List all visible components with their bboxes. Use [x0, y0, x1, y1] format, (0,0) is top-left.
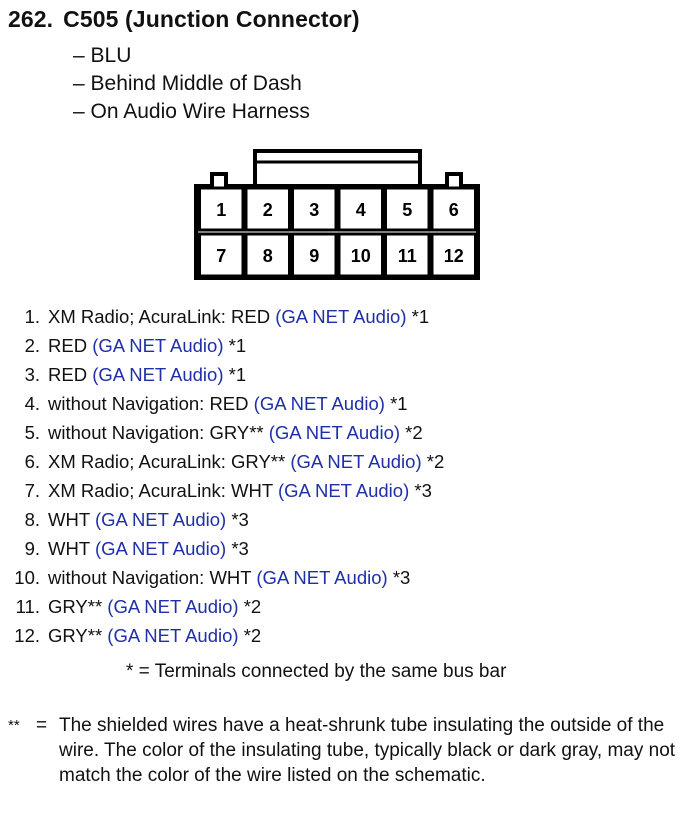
- terminal-cell: [244, 186, 291, 232]
- connector-details: – BLU – Behind Middle of Dash – On Audio…: [73, 42, 310, 126]
- connector-name: C505 (Junction Connector): [63, 6, 360, 32]
- pin-description: without Navigation: WHT: [48, 567, 252, 588]
- pin-reference: (GA NET Audio): [92, 335, 224, 356]
- terminal-number: 11: [398, 246, 417, 266]
- pin-reference: (GA NET Audio): [92, 364, 224, 385]
- pin-description: XM Radio; AcuraLink: GRY**: [48, 451, 286, 472]
- pin-row: 7. XM Radio; AcuraLink: WHT (GA NET Audio…: [12, 476, 652, 505]
- pin-reference: (GA NET Audio): [94, 538, 227, 559]
- pin-row: 4. without Navigation: RED (GA NET Audio)…: [12, 389, 652, 418]
- pin-number: 1.: [24, 306, 40, 327]
- terminal-number: 9: [309, 246, 319, 266]
- pin-number: 10.: [14, 567, 40, 588]
- footnote-text: The shielded wires have a heat-shrunk tu…: [59, 715, 676, 786]
- pin-number: 2.: [24, 335, 40, 356]
- pin-reference: (GA NET Audio): [253, 393, 385, 414]
- pin-number: 5.: [24, 422, 40, 443]
- pin-note: *2: [405, 422, 423, 443]
- pin-row: 3. RED (GA NET Audio) *1: [12, 360, 652, 389]
- pin-note: *1: [390, 393, 408, 414]
- pin-note: *3: [231, 538, 249, 559]
- terminal-cell: [384, 186, 431, 232]
- terminal-number: 6: [449, 200, 459, 220]
- pin-number: 12.: [14, 625, 40, 646]
- terminal-cell: [198, 232, 245, 278]
- terminal-cell: [430, 186, 477, 232]
- pin-row: 12. GRY** (GA NET Audio) *2: [12, 621, 652, 650]
- terminal-number: 12: [444, 246, 464, 266]
- pin-row: 10. without Navigation: WHT (GA NET Audio…: [12, 563, 652, 592]
- pin-reference: (GA NET Audio): [268, 422, 401, 443]
- footnote-equals: =: [36, 715, 48, 736]
- pin-description: WHT: [48, 509, 90, 530]
- pin-reference: (GA NET Audio): [107, 625, 239, 646]
- pin-description: WHT: [48, 538, 90, 559]
- terminal-cell: [430, 232, 477, 278]
- pin-note: *1: [228, 335, 247, 356]
- pin-note: *3: [414, 480, 432, 501]
- pin-note: *1: [411, 306, 430, 327]
- terminal-number: 8: [263, 246, 273, 266]
- terminal-cell: [244, 232, 291, 278]
- pin-number: 9.: [24, 538, 40, 559]
- pin-number: 7.: [24, 480, 40, 501]
- detail-harness: – On Audio Wire Harness: [73, 100, 310, 123]
- pin-number: 11.: [15, 596, 40, 617]
- pin-description: XM Radio; AcuraLink: RED: [48, 306, 271, 327]
- pin-description: without Navigation: GRY**: [48, 422, 264, 443]
- terminal-cell: [384, 232, 431, 278]
- pin-reference: (GA NET Audio): [290, 451, 422, 472]
- item-number: 262.: [8, 6, 54, 32]
- terminal-number: 10: [351, 246, 371, 266]
- pin-reference: (GA NET Audio): [107, 596, 239, 617]
- connector-lock-bar: [253, 149, 422, 188]
- pin-description: without Navigation: RED: [48, 393, 249, 414]
- pin-description: GRY**: [48, 596, 103, 617]
- pin-note: *2: [426, 451, 445, 472]
- pin-reference: (GA NET Audio): [277, 480, 410, 501]
- pin-number: 6.: [24, 451, 40, 472]
- connector-housing: [194, 172, 480, 280]
- pin-row: 2. RED (GA NET Audio) *1: [12, 331, 652, 360]
- terminal-cell: [337, 232, 384, 278]
- pin-description: GRY**: [48, 625, 103, 646]
- bus-bar-footnote: * = Terminals connected by the same bus …: [126, 661, 507, 682]
- terminal-cell: [291, 186, 338, 232]
- pin-note: *2: [243, 596, 262, 617]
- page-title: 262. C505 (Junction Connector): [8, 6, 360, 33]
- pin-reference: (GA NET Audio): [275, 306, 407, 327]
- pin-note: *3: [392, 567, 411, 588]
- pin-number: 3.: [24, 364, 40, 385]
- pin-note: *2: [243, 625, 262, 646]
- pin-description: XM Radio; AcuraLink: WHT: [48, 480, 273, 501]
- pin-row: 9. WHT (GA NET Audio) *3: [12, 534, 652, 563]
- terminal-number: 7: [216, 246, 226, 266]
- pin-row: 11. GRY** (GA NET Audio) *2: [12, 592, 652, 621]
- pin-number: 8.: [24, 509, 40, 530]
- pin-number: 4.: [24, 393, 40, 414]
- terminal-number: 3: [309, 200, 319, 220]
- terminal-cell: [337, 186, 384, 232]
- detail-color: – BLU: [73, 44, 132, 67]
- terminal-number: 4: [356, 200, 366, 220]
- footnote-mark: **: [8, 717, 20, 734]
- pin-description: RED: [48, 364, 88, 385]
- pin-reference: (GA NET Audio): [94, 509, 227, 530]
- pin-row: 1. XM Radio; AcuraLink: RED (GA NET Audio…: [12, 302, 652, 331]
- pin-note: *3: [231, 509, 249, 530]
- terminal-cell: [291, 232, 338, 278]
- terminal-number: 1: [216, 200, 226, 220]
- detail-location: – Behind Middle of Dash: [73, 72, 302, 95]
- pin-row: 6. XM Radio; AcuraLink: GRY** (GA NET Aud…: [12, 447, 652, 476]
- pin-description: RED: [48, 335, 88, 356]
- pin-row: 5. without Navigation: GRY** (GA NET Audi…: [12, 418, 652, 447]
- pin-row: 8. WHT (GA NET Audio) *3: [12, 505, 652, 534]
- pin-note: *1: [228, 364, 247, 385]
- pin-reference: (GA NET Audio): [256, 567, 388, 588]
- terminal-number: 5: [402, 200, 412, 220]
- terminal-cell: [198, 186, 245, 232]
- terminal-number: 2: [263, 200, 273, 220]
